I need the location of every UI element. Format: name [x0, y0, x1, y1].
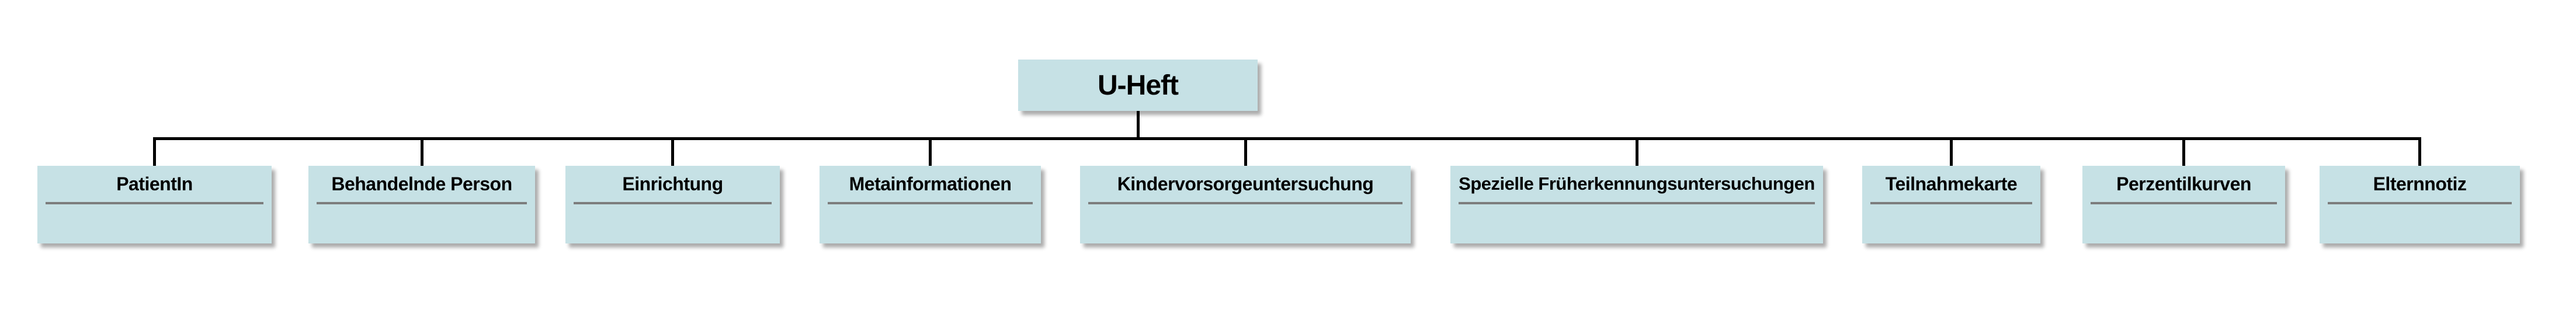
- node-body-empty: [820, 204, 1041, 241]
- node-body-empty: [1080, 204, 1411, 241]
- node-divider: [2328, 202, 2512, 204]
- node-divider: [46, 202, 263, 204]
- connector-root-drop: [1136, 110, 1140, 140]
- node-kindervorsorgeuntersuchung: Kindervorsorgeuntersuchung: [1080, 166, 1411, 243]
- node-metainformationen: Metainformationen: [820, 166, 1041, 243]
- connector-drop: [1244, 137, 1247, 166]
- node-title: Teilnahmekarte: [1885, 173, 2018, 194]
- node-body-empty: [2082, 204, 2285, 241]
- node-title: Einrichtung: [622, 173, 723, 194]
- node-patientin: PatientIn: [37, 166, 272, 243]
- connector-bus: [153, 137, 2421, 140]
- connector-drop: [929, 137, 932, 166]
- node-divider: [1459, 202, 1815, 204]
- connector-drop: [671, 137, 674, 166]
- node-divider: [1088, 202, 1402, 204]
- node-body-empty: [1450, 204, 1823, 241]
- connector-drop: [2418, 137, 2421, 166]
- node-body-empty: [565, 204, 780, 241]
- node-title: Spezielle Früherkennungsuntersuchungen: [1459, 173, 1815, 194]
- node-body-empty: [37, 204, 272, 241]
- node-behandelnde-person: Behandelnde Person: [308, 166, 535, 243]
- node-title: Perzentilkurven: [2116, 173, 2251, 194]
- node-perzentilkurven: Perzentilkurven: [2082, 166, 2285, 243]
- connector-drop: [153, 137, 156, 166]
- node-divider: [574, 202, 772, 204]
- node-divider: [828, 202, 1033, 204]
- node-teilnahmekarte: Teilnahmekarte: [1862, 166, 2040, 243]
- node-divider: [2091, 202, 2277, 204]
- node-title: Elternnotiz: [2373, 173, 2467, 194]
- node-elternnotiz: Elternnotiz: [2320, 166, 2520, 243]
- root-node-label: U-Heft: [1098, 69, 1179, 101]
- node-title: Metainformationen: [849, 173, 1012, 194]
- node-body-empty: [308, 204, 535, 241]
- connector-drop: [2182, 137, 2185, 166]
- node-einrichtung: Einrichtung: [565, 166, 780, 243]
- node-body-empty: [2320, 204, 2520, 241]
- connector-drop: [1635, 137, 1638, 166]
- node-title: Kindervorsorgeuntersuchung: [1117, 173, 1374, 194]
- node-body-empty: [1862, 204, 2040, 241]
- node-u-heft: U-Heft: [1018, 60, 1258, 111]
- connector-drop: [1950, 137, 1953, 166]
- connector-drop: [420, 137, 423, 166]
- node-divider: [1870, 202, 2032, 204]
- node-spezielle-frueherkennungsuntersuchungen: Spezielle Früherkennungsuntersuchungen: [1450, 166, 1823, 243]
- node-divider: [317, 202, 527, 204]
- node-title: PatientIn: [116, 173, 193, 194]
- node-title: Behandelnde Person: [331, 173, 512, 194]
